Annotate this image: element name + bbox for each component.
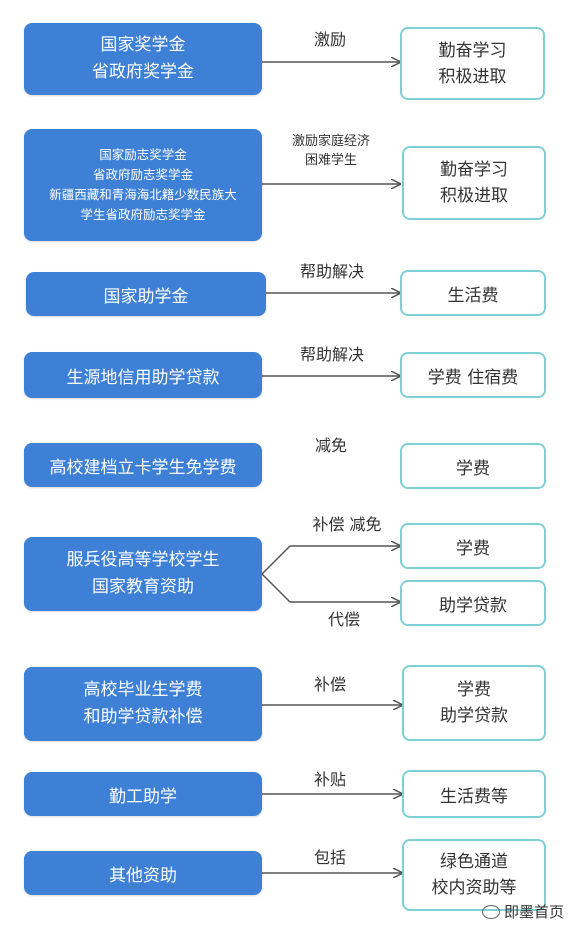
source-line: 勤工助学 [109,786,177,807]
source-box-tuition-waiver: 高校建档立卡学生免学费 [24,443,262,487]
source-line: 国家助学金 [103,286,189,307]
arrow-label: 包括 [313,848,346,867]
arrow-label: 补偿 [313,675,346,694]
source-box-military-service: 服兵役高等学校学生 国家教育资助 [24,537,262,611]
source-line: 新疆西藏和青海海北籍少数民族大 [49,187,237,202]
source-box-other-aid: 其他资助 [24,851,262,895]
arrow-label: 激励 [313,30,346,49]
source-box-graduate-compensation: 高校毕业生学费 和助学贷款补偿 [24,667,262,741]
source-line: 和助学贷款补偿 [83,707,203,727]
source-box-inspirational-scholarship: 国家励志奖学金 省政府励志奖学金 新疆西藏和青海海北籍少数民族大 学生省政府励志… [24,129,262,241]
target-box: 勤奋学习 积极进取 [402,146,546,220]
target-box: 生活费等 [402,770,546,818]
arrow-label-bottom: 代偿 [327,610,360,629]
arrow-label: 补贴 [313,770,346,789]
source-box-work-study: 勤工助学 [24,772,262,816]
arrow-label: 激励家庭经济 困难学生 [291,134,370,168]
source-line: 高校毕业生学费 [83,680,203,700]
source-line: 学生省政府励志奖学金 [80,207,206,222]
source-line: 高校建档立卡学生免学费 [49,457,237,478]
target-box: 学费 住宿费 [400,352,546,398]
target-box: 学费 助学贷款 [402,665,546,741]
source-box-student-loan: 生源地信用助学贷款 [24,352,262,398]
source-box-national-scholarship: 国家奖学金 省政府奖学金 [24,23,262,95]
target-box: 绿色通道 校内资助等 [402,839,546,911]
arrow-label: 帮助解决 [299,262,364,281]
arrow-label: 减免 [314,436,347,455]
target-box: 学费 [400,443,546,489]
source-line: 国家奖学金 [100,35,186,55]
target-box-bottom: 助学贷款 [400,580,546,626]
watermark-text: 即墨首页 [504,903,565,921]
arrow-label-top: 补偿 减免 [312,515,382,534]
source-line: 生源地信用助学贷款 [66,367,220,388]
arrow-6-top [261,545,291,575]
source-line: 国家励志奖学金 [99,147,187,162]
source-box-national-grant: 国家助学金 [26,272,266,316]
arrow-label: 帮助解决 [299,345,364,364]
arrow-6-bottom [261,573,291,603]
source-line: 服兵役高等学校学生 [66,550,220,570]
source-line: 其他资助 [109,865,177,886]
source-line: 省政府奖学金 [92,62,194,82]
wechat-icon [482,904,500,919]
source-line: 国家教育资助 [92,577,194,597]
target-box: 勤奋学习 积极进取 [400,27,545,100]
target-box-top: 学费 [400,523,546,569]
target-box: 生活费 [400,270,546,316]
watermark: 即墨首页 [482,901,564,922]
source-line: 省政府励志奖学金 [92,167,193,182]
